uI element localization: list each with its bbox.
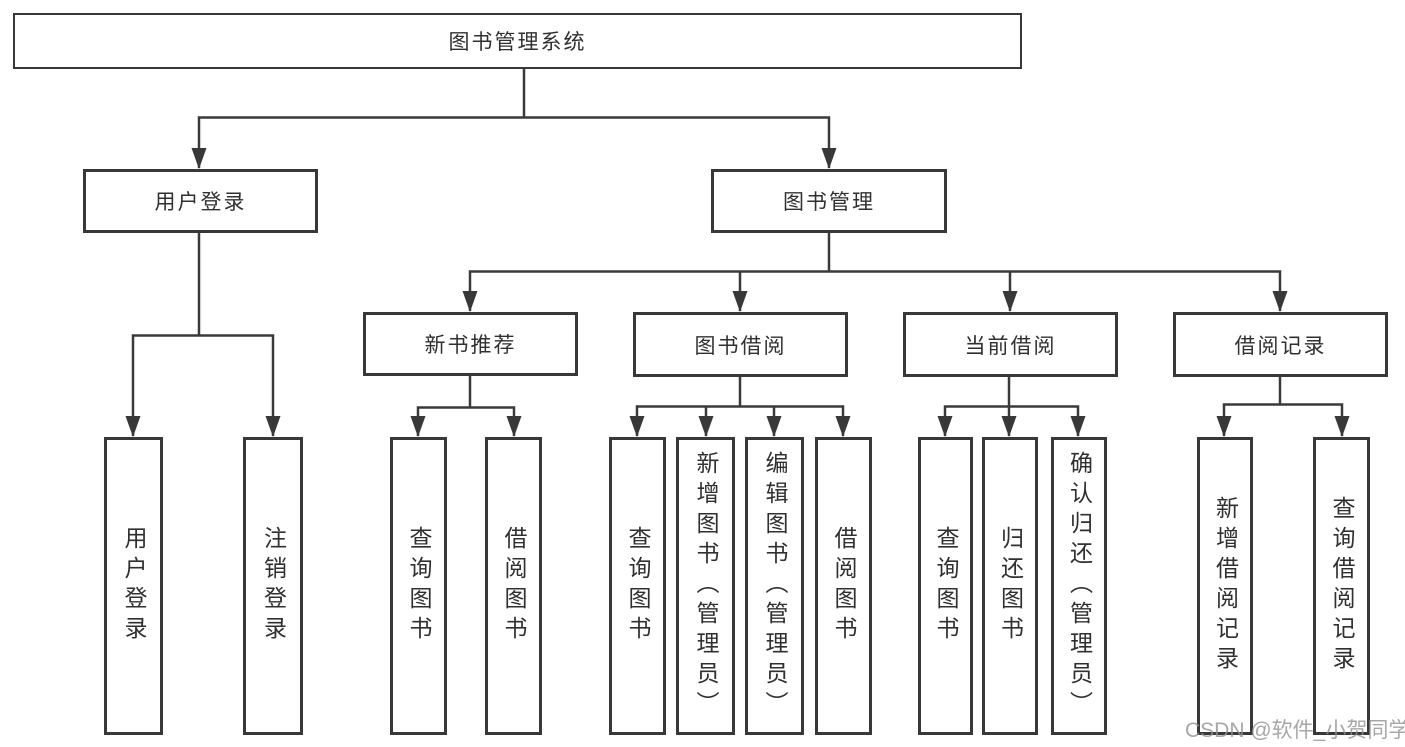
leaf-borrow-edit-books-admin: 编辑图书（管理员）: [745, 437, 804, 735]
leaf-records-query-record-label: 查询借阅记录: [1329, 496, 1355, 676]
leaf-borrow-borrow-books: 借阅图书: [815, 437, 872, 735]
leaf-records-add-record: 新增借阅记录: [1197, 437, 1253, 735]
leaf-current-return-books-label: 归还图书: [997, 526, 1024, 646]
connector-root-to-level2: [197, 68, 831, 168]
connector-new-book: [416, 376, 516, 436]
leaf-borrow-add-books-admin-label: 新增图书（管理员）: [693, 451, 719, 721]
arrow-down-icon: [629, 416, 851, 437]
leaf-current-query-books: 查询图书: [918, 437, 973, 735]
leaf-records-query-record: 查询借阅记录: [1313, 437, 1370, 735]
leaf-records-add-record-label: 新增借阅记录: [1212, 496, 1239, 676]
leaf-current-confirm-return-admin: 确认归还（管理员）: [1051, 437, 1107, 735]
leaf-borrow-edit-books-admin-label: 编辑图书（管理员）: [762, 451, 788, 721]
connector-user-login: [131, 232, 275, 436]
leaf-borrow-add-books-admin: 新增图书（管理员）: [676, 437, 735, 735]
arrow-down-icon: [125, 416, 281, 437]
node-root-label: 图书管理系统: [448, 31, 587, 54]
leaf-newbook-borrow-books-label: 借阅图书: [501, 526, 527, 646]
leaf-newbook-query-books-label: 查询图书: [406, 526, 432, 646]
leaf-current-query-books-label: 查询图书: [933, 526, 959, 646]
leaf-logout-label: 注销登录: [260, 526, 287, 646]
leaf-user-login: 用户登录: [104, 437, 163, 735]
node-book-management: 图书管理: [711, 169, 947, 233]
node-root: 图书管理系统: [13, 13, 1022, 69]
leaf-current-confirm-return-admin-label: 确认归还（管理员）: [1066, 451, 1093, 721]
node-current-borrow-label: 当前借阅: [964, 334, 1057, 358]
node-user-login-label: 用户登录: [154, 191, 247, 214]
node-new-book-recommend: 新书推荐: [363, 312, 578, 376]
node-book-borrow: 图书借阅: [633, 312, 848, 377]
arrow-down-icon: [1216, 416, 1350, 437]
csdn-watermark: CSDN @软件_小贺同学: [1185, 719, 1405, 742]
leaf-logout: 注销登录: [243, 437, 303, 735]
leaf-user-login-label: 用户登录: [121, 526, 147, 646]
leaf-borrow-query-books-label: 查询图书: [625, 526, 651, 646]
leaf-current-return-books: 归还图书: [982, 437, 1038, 735]
arrow-down-icon: [462, 291, 1288, 312]
leaf-newbook-borrow-books: 借阅图书: [485, 437, 542, 735]
node-borrow-records-label: 借阅记录: [1234, 334, 1327, 358]
node-new-book-recommend-label: 新书推荐: [424, 334, 517, 357]
node-user-login: 用户登录: [83, 169, 318, 233]
connector-borrow-records: [1222, 377, 1344, 436]
node-book-management-label: 图书管理: [783, 191, 875, 214]
node-current-borrow: 当前借阅: [903, 312, 1118, 377]
node-book-borrow-label: 图书借阅: [694, 334, 787, 358]
node-borrow-records: 借阅记录: [1173, 312, 1388, 377]
leaf-borrow-query-books: 查询图书: [609, 437, 666, 735]
leaf-newbook-query-books: 查询图书: [390, 437, 447, 735]
arrow-down-icon: [191, 148, 837, 169]
arrow-down-icon: [410, 416, 522, 437]
connector-book-borrow: [635, 377, 845, 436]
arrow-down-icon: [937, 416, 1086, 437]
leaf-borrow-borrow-books-label: 借阅图书: [831, 526, 857, 646]
connector-book-management: [468, 233, 1282, 311]
